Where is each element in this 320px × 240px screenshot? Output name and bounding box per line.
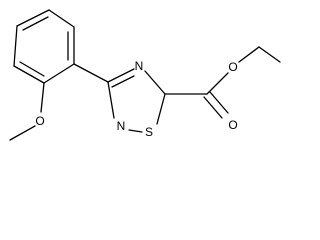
- bond: [40, 82, 45, 113]
- bond: [107, 81, 115, 119]
- bond: [73, 63, 109, 83]
- bond: [48, 9, 75, 28]
- bond: [22, 16, 49, 31]
- bond: [238, 46, 260, 63]
- atom-labels: N N S O O O: [35, 59, 237, 139]
- bond: [111, 75, 135, 88]
- bond: [128, 129, 143, 133]
- atom-oxygen: O: [35, 114, 44, 128]
- bond: [156, 93, 166, 125]
- atom-sulfur: S: [145, 125, 153, 139]
- bond: [206, 72, 229, 95]
- structure-diagram: N N S O O O: [9, 9, 281, 141]
- bond: [13, 25, 18, 67]
- bond: [19, 61, 45, 77]
- atom-oxygen: O: [228, 60, 237, 74]
- bond: [13, 65, 45, 84]
- bond: [209, 91, 229, 114]
- bond: [16, 9, 50, 27]
- bond: [43, 63, 75, 84]
- atom-nitrogen: N: [117, 119, 126, 133]
- bond: [258, 46, 281, 63]
- atom-oxygen: O: [228, 118, 237, 132]
- bond: [9, 125, 36, 141]
- atom-nitrogen: N: [135, 59, 144, 73]
- bond: [203, 96, 223, 119]
- bond: [144, 70, 166, 95]
- bonds: [9, 9, 281, 141]
- bond: [107, 68, 135, 83]
